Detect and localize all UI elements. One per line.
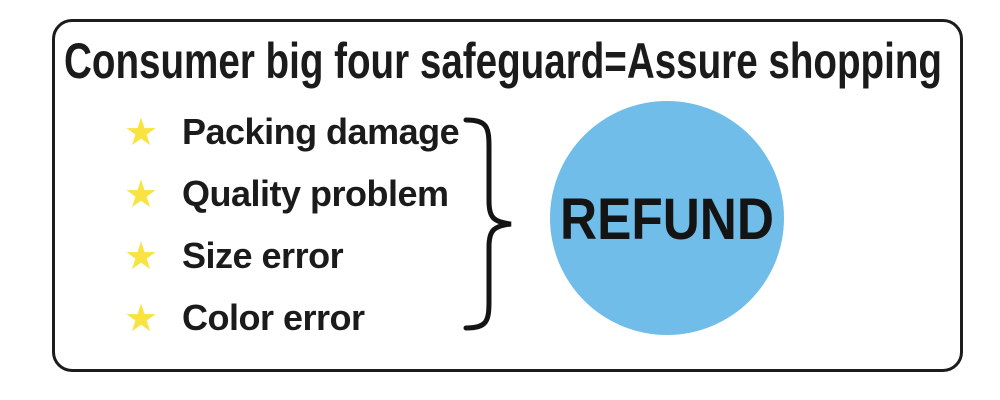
guarantee-label: Color error <box>182 297 365 338</box>
refund-circle <box>550 101 784 335</box>
guarantee-list: ★ Packing damage ★ Quality problem ★ Siz… <box>124 108 460 356</box>
star-icon: ★ <box>124 234 159 278</box>
list-item: ★ Size error <box>124 232 459 280</box>
banner-title: Consumer big four safeguard=Assure shopp… <box>64 33 942 89</box>
list-item: ★ Quality problem <box>124 170 459 218</box>
list-item: ★ Color error <box>124 294 459 342</box>
banner-frame <box>52 19 963 372</box>
list-item: ★ Packing damage <box>124 108 460 156</box>
curly-brace-icon <box>463 117 512 331</box>
refund-badge: REFUND <box>550 101 784 335</box>
guarantee-label: Packing damage <box>182 111 460 152</box>
star-icon: ★ <box>124 296 159 340</box>
star-icon: ★ <box>124 172 159 216</box>
guarantee-label: Size error <box>182 235 344 276</box>
banner-title-svg: Consumer big four safeguard=Assure shopp… <box>64 33 942 89</box>
refund-label: REFUND <box>560 187 774 252</box>
star-icon: ★ <box>124 110 159 154</box>
guarantee-label: Quality problem <box>182 173 449 214</box>
